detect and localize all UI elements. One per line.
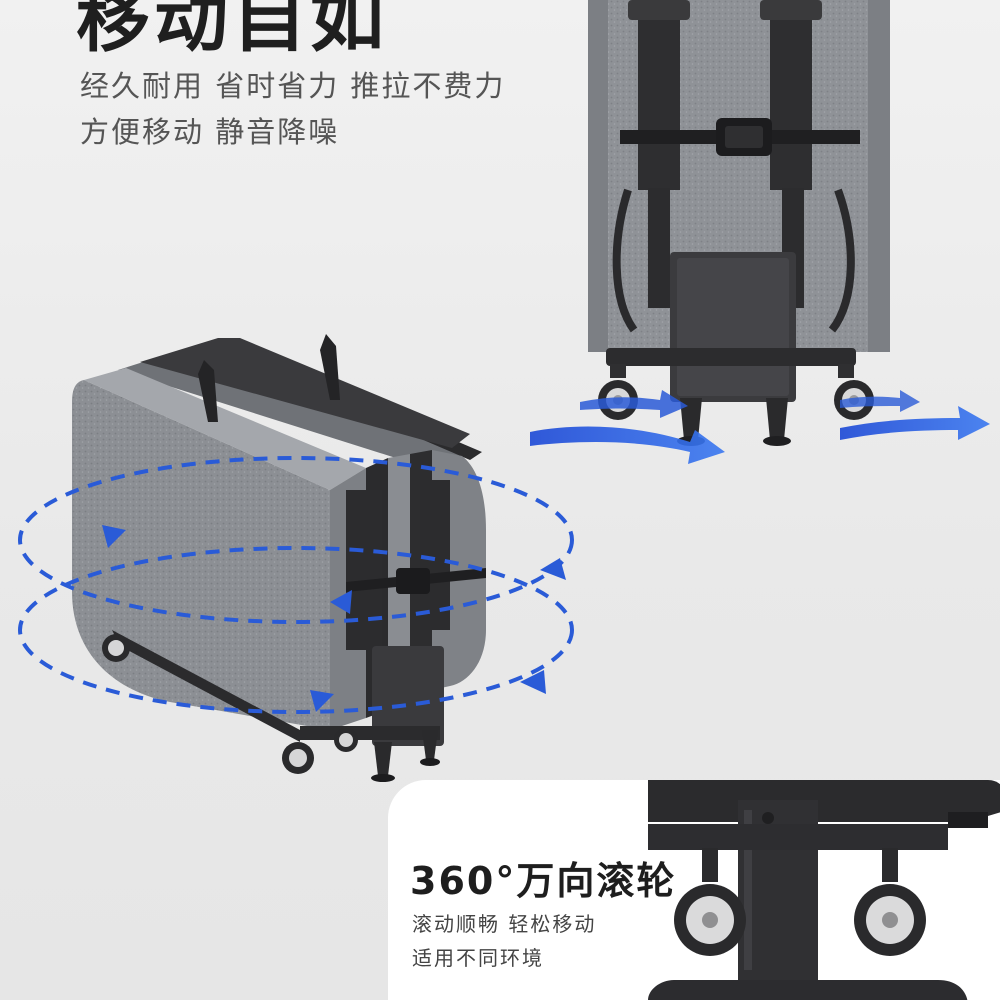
caster-feature-card: 360°万向滚轮 滚动顺畅 轻松移动 适用不同环境 bbox=[388, 780, 1000, 1000]
caster-desc-2: 适用不同环境 bbox=[412, 946, 544, 970]
feature-line-1: 经久耐用 省时省力 推拉不费力 bbox=[80, 69, 506, 103]
caster-desc-1: 滚动顺畅 轻松移动 bbox=[412, 912, 597, 936]
folded-bed-image bbox=[18, 334, 574, 782]
bed-back-view-image bbox=[530, 0, 990, 464]
page-title: 移动自如 bbox=[76, 0, 388, 62]
caster-wheel-image bbox=[648, 780, 1000, 1000]
feature-line-2: 方便移动 静音降噪 bbox=[80, 115, 340, 149]
caster-title: 360°万向滚轮 bbox=[410, 859, 677, 903]
